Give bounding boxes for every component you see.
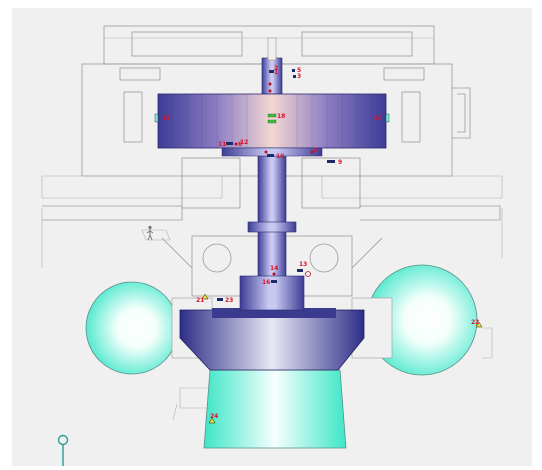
- label-3: 3: [297, 73, 301, 80]
- sensor-marker-icon: [297, 269, 303, 272]
- label-21: 21: [196, 297, 204, 304]
- turbine-runner: [179, 309, 365, 371]
- location-pin-icon[interactable]: [57, 434, 69, 467]
- sensor-marker-icon: [268, 82, 272, 86]
- sensor-marker-icon: [217, 298, 223, 301]
- label-2: 2: [274, 65, 278, 72]
- label-18: 18: [277, 113, 285, 120]
- label-12: 12: [240, 139, 248, 146]
- sensor-marker-icon: [327, 160, 335, 163]
- sensor-marker-icon: [310, 150, 314, 154]
- diagram-panel: 1 2 3 5 6 8 9 10 11 12 13 14 16 18 19 20…: [12, 8, 532, 466]
- label-10: 10: [276, 153, 284, 160]
- sensor-marker-icon: [293, 75, 296, 78]
- sensor-marker-icon: [234, 142, 238, 146]
- warning-triangle-icon: [201, 293, 209, 300]
- sensor-marker-icon: [385, 113, 390, 123]
- sensor-marker-icon: [269, 70, 274, 73]
- sensor-marker-icon: [305, 271, 311, 277]
- sensor-marker-icon: [271, 280, 277, 283]
- worker-figure-icon: [146, 225, 154, 241]
- label-8: 8: [314, 147, 318, 154]
- sensor-marker-icon: [267, 113, 277, 118]
- label-5: 5: [297, 67, 301, 74]
- sensor-marker-icon: [154, 113, 159, 123]
- sensor-marker-icon: [272, 272, 276, 276]
- label-11: 11: [218, 141, 226, 148]
- label-1: 1: [274, 69, 278, 76]
- sensor-marker-icon: [226, 142, 233, 145]
- sensor-marker-icon: [268, 89, 272, 93]
- sensor-marker-icon: [267, 119, 277, 124]
- sensor-marker-icon: [264, 150, 268, 154]
- label-24: 24: [210, 413, 218, 420]
- label-19: 19: [162, 115, 170, 122]
- warning-triangle-icon: [475, 321, 483, 328]
- draft-tube: [203, 369, 347, 449]
- turbine-generator-diagram: 1 2 3 5 6 8 9 10 11 12 13 14 16 18 19 20…: [41, 25, 503, 467]
- label-9: 9: [338, 159, 342, 166]
- warning-triangle-icon: [208, 417, 216, 424]
- sensor-marker-icon: [267, 154, 274, 157]
- label-14: 14: [270, 265, 278, 272]
- label-6: 6: [238, 141, 242, 148]
- label-13: 13: [299, 261, 307, 268]
- spiral-casing-left: [85, 281, 179, 375]
- label-20: 20: [374, 115, 382, 122]
- label-22: 22: [471, 319, 479, 326]
- label-16: 16: [262, 279, 270, 286]
- sensor-marker-icon: [292, 69, 295, 72]
- label-23: 23: [225, 297, 233, 304]
